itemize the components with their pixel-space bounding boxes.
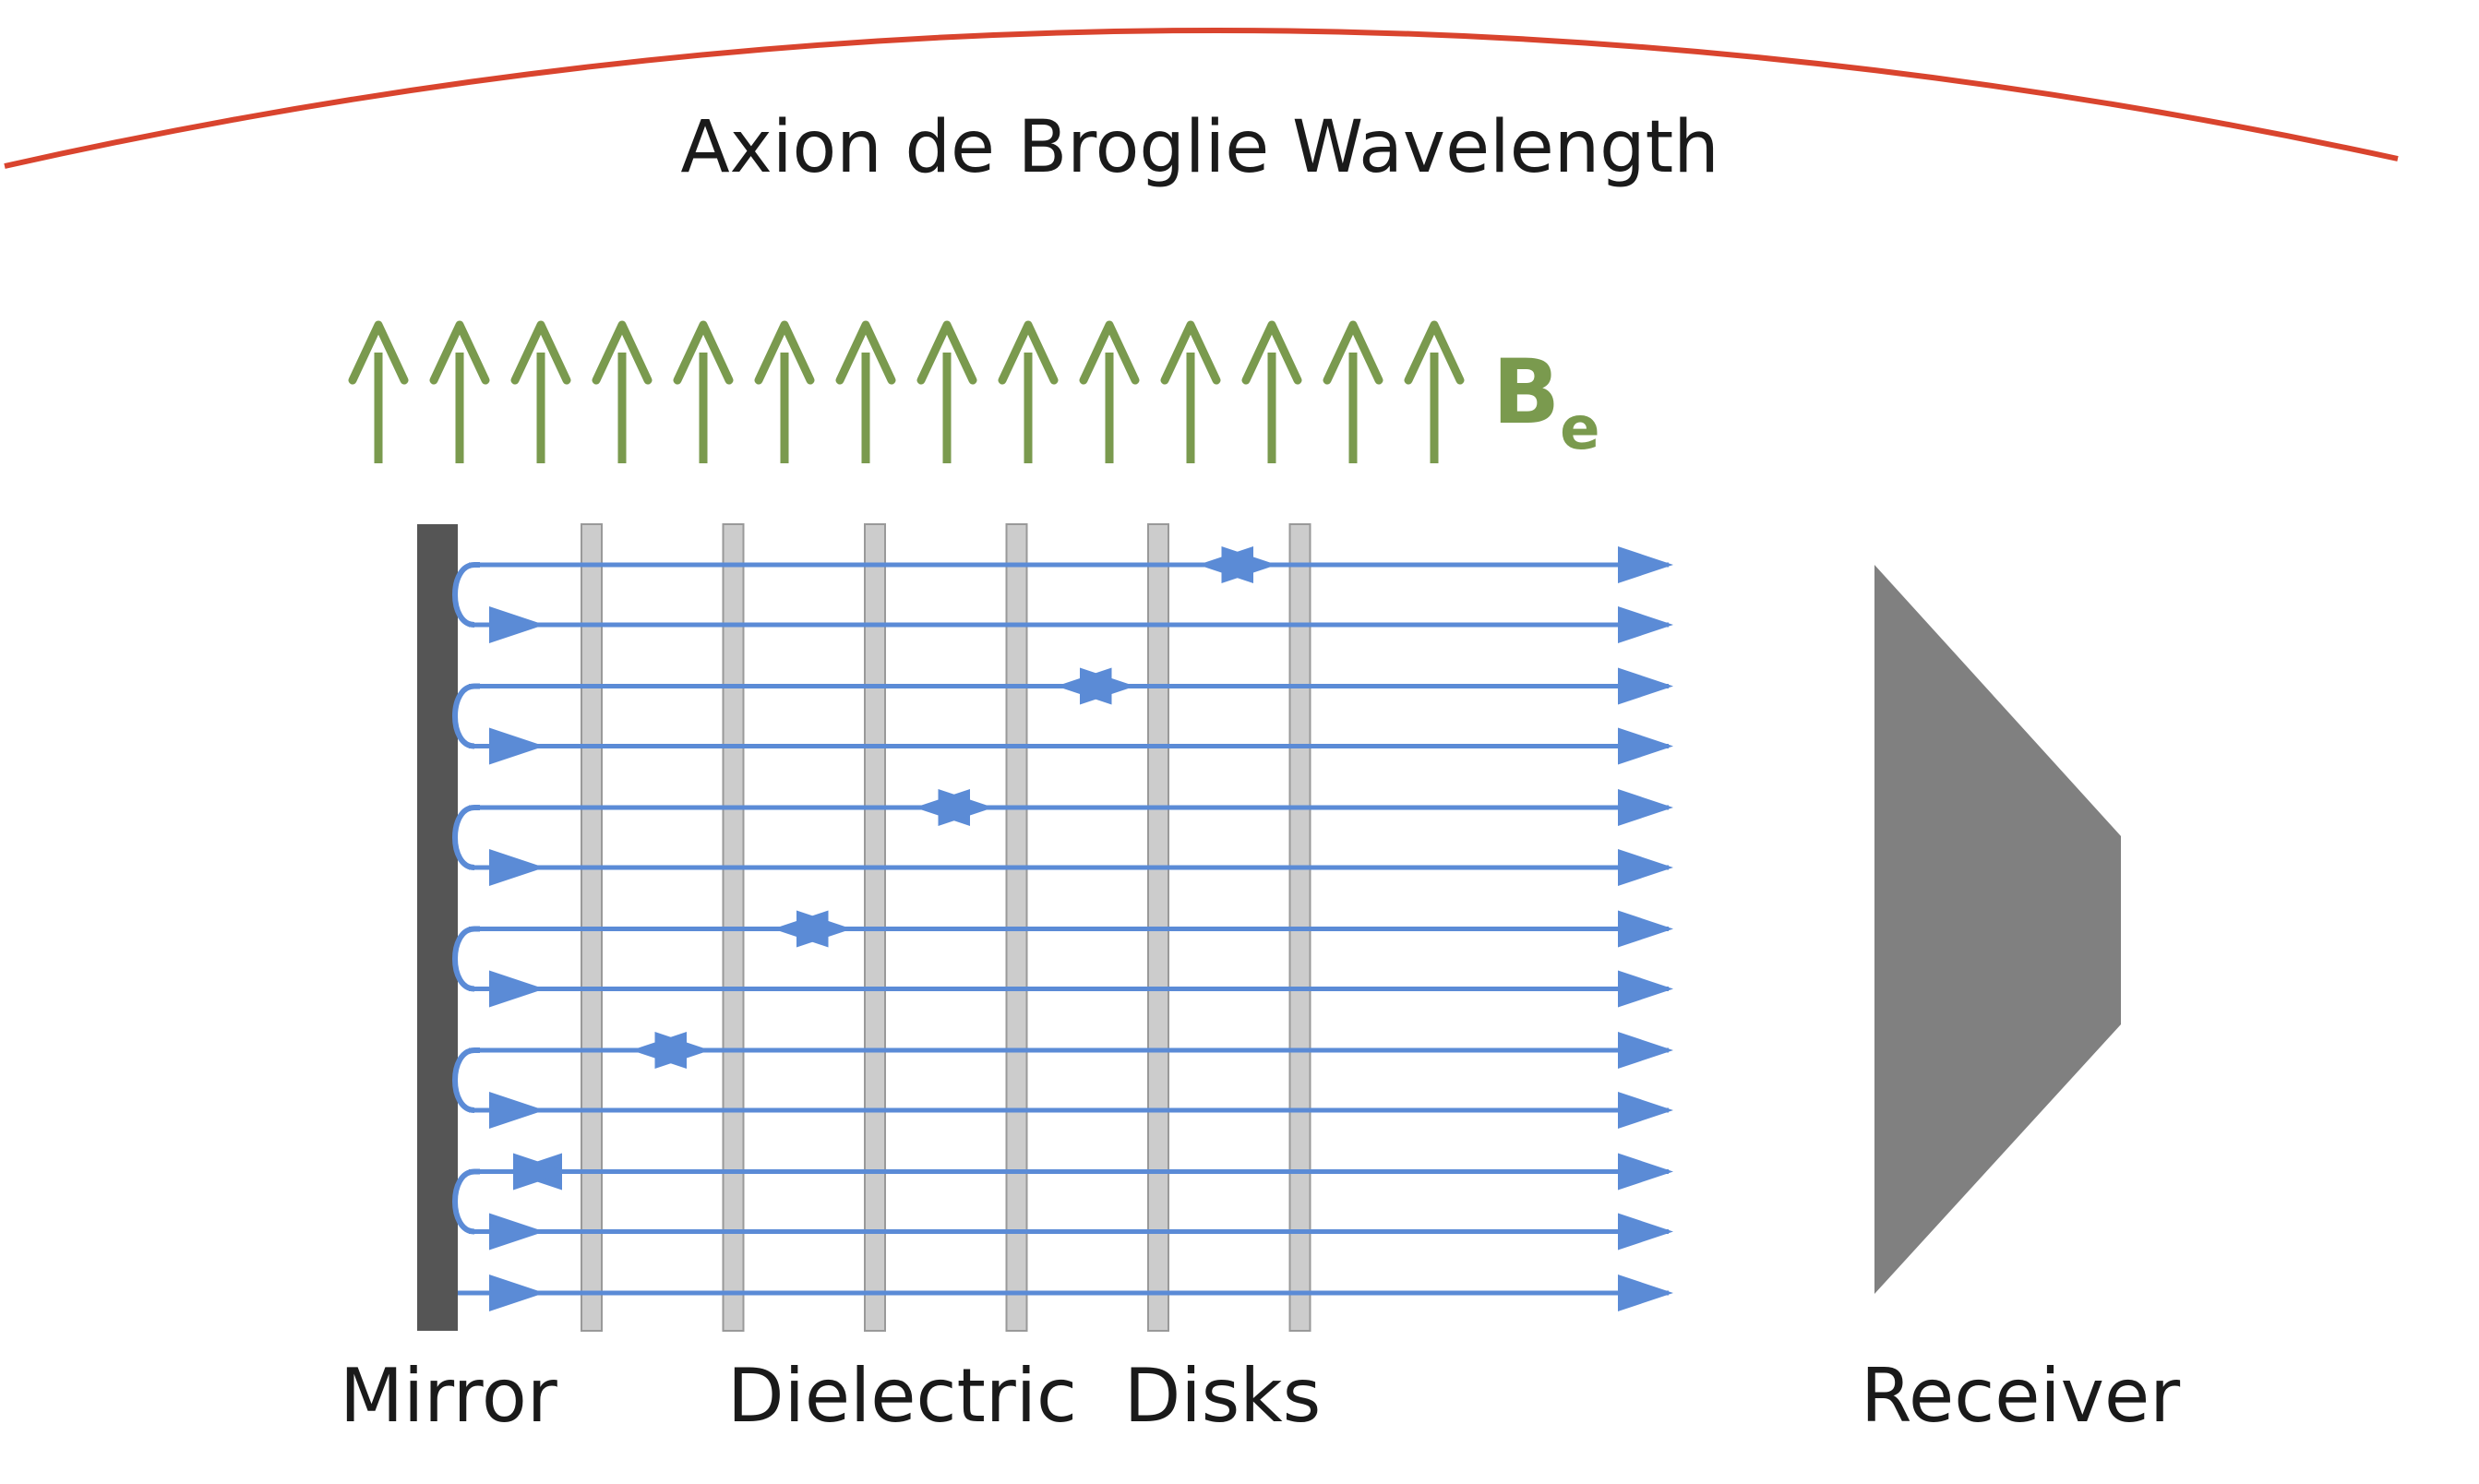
field-arrow — [835, 320, 896, 463]
field-arrow-head — [348, 320, 409, 385]
field-arrow — [1079, 320, 1140, 463]
reflection-loop — [452, 1047, 480, 1113]
reflection-loop — [452, 926, 480, 992]
reflection-loop — [452, 562, 480, 628]
field-arrow — [754, 320, 815, 463]
field-subscript: e — [1560, 395, 1599, 463]
dielectric-disks-label: Dielectric Disks — [727, 1353, 1321, 1439]
field-arrow — [510, 320, 571, 463]
field-arrow-head — [1160, 320, 1221, 385]
magnetic-field-arrows — [348, 320, 1465, 463]
wave-paths — [452, 546, 1673, 1311]
field-arrow — [916, 320, 977, 463]
field-arrow — [592, 320, 653, 463]
field-arrow — [1241, 320, 1302, 463]
field-arrow-head — [510, 320, 571, 385]
field-arrow — [998, 320, 1059, 463]
field-arrow-head — [1079, 320, 1140, 385]
wavelength-arc — [4, 28, 2399, 169]
field-arrow-head — [673, 320, 734, 385]
field-symbol: B — [1492, 341, 1560, 444]
field-arrow — [1323, 320, 1383, 463]
reflection-loop — [452, 805, 480, 870]
field-arrow-head — [1323, 320, 1383, 385]
reflection-loop — [452, 1168, 480, 1235]
field-arrow-head — [1404, 320, 1465, 385]
mirror-label: Mirror — [340, 1353, 557, 1439]
field-arrow — [1160, 320, 1221, 463]
field-arrow-head — [998, 320, 1059, 385]
field-arrow — [429, 320, 490, 463]
field-arrow-head — [429, 320, 490, 385]
receiver-label: Receiver — [1861, 1353, 2180, 1439]
field-arrow-head — [754, 320, 815, 385]
field-label: Be — [1492, 341, 1600, 463]
field-arrow-head — [1241, 320, 1302, 385]
field-arrow — [673, 320, 734, 463]
field-arrow — [348, 320, 409, 463]
field-arrow-head — [592, 320, 653, 385]
field-arrow-head — [916, 320, 977, 385]
receiver-horn — [1874, 565, 2121, 1294]
mirror — [417, 524, 458, 1331]
field-arrow — [1404, 320, 1465, 463]
reflection-loop — [452, 683, 480, 749]
field-arrow-head — [835, 320, 896, 385]
diagram-title: Axion de Broglie Wavelength — [680, 106, 1719, 189]
